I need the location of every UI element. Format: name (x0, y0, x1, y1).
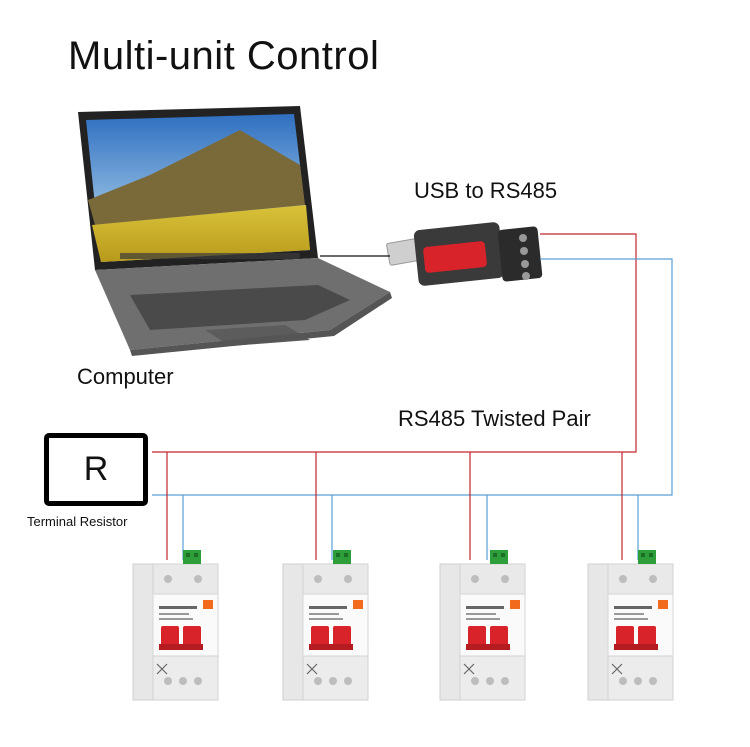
breaker-3 (439, 549, 526, 701)
usb-converter-label: USB to RS485 (414, 178, 558, 203)
breaker-4 (587, 549, 674, 701)
rs485-wire-b (152, 258, 673, 496)
breaker-2 (282, 549, 369, 701)
rs485-wire-a (152, 233, 637, 453)
usb-rs485-converter-image (386, 222, 543, 286)
computer-label: Computer (77, 364, 174, 389)
page-title: Multi-unit Control (68, 34, 380, 78)
breaker-1 (132, 549, 219, 701)
terminal-resistor-box: R (44, 433, 148, 506)
twisted-pair-label: RS485 Twisted Pair (398, 406, 591, 431)
terminal-resistor-label: Terminal Resistor (27, 514, 128, 529)
wiring (152, 233, 673, 560)
resistor-letter: R (83, 450, 109, 488)
laptop-image (78, 106, 392, 356)
